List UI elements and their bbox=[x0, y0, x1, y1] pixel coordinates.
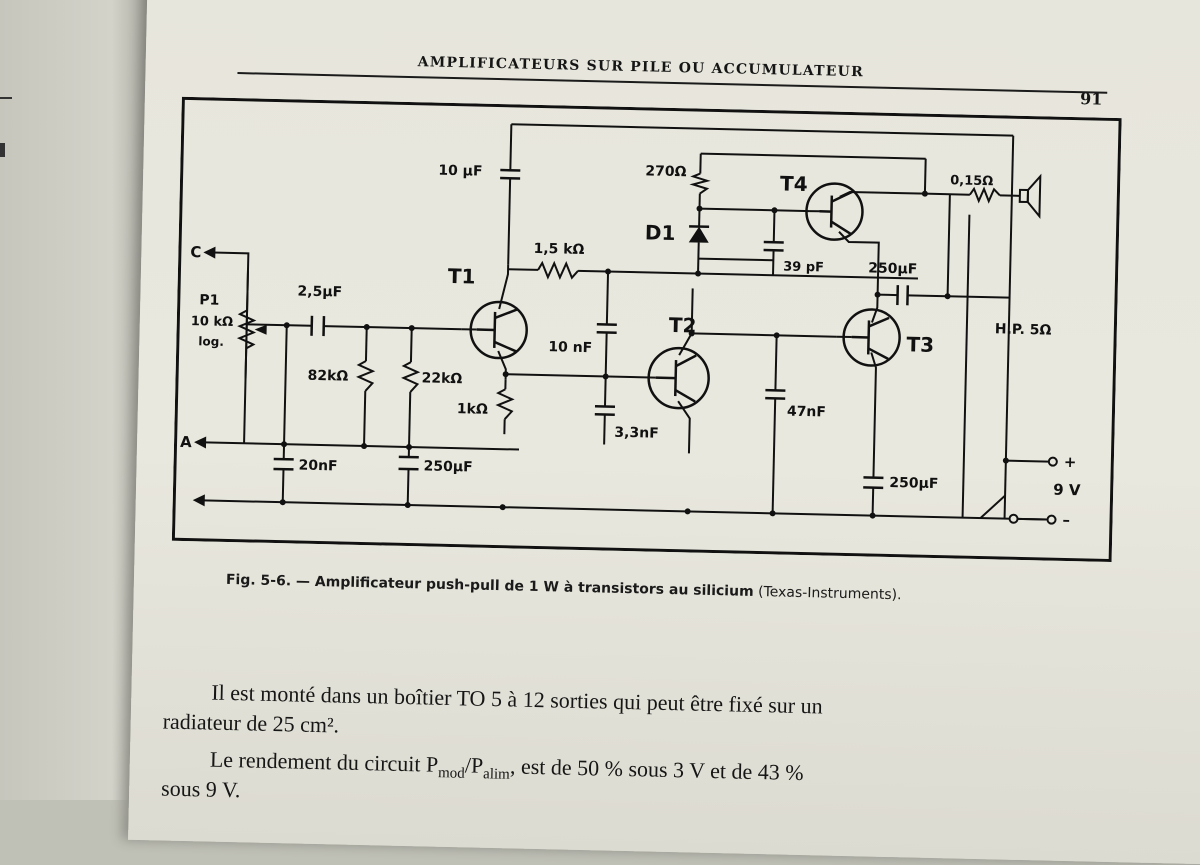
label-plus: + bbox=[1064, 453, 1077, 471]
figure-caption: Fig. 5-6. — Amplificateur push-pull de 1… bbox=[226, 572, 1126, 608]
label-c-250-left: 250µF bbox=[423, 458, 472, 475]
label-pot-value: 10 kΩ bbox=[191, 314, 234, 330]
caption-source: (Texas-Instruments). bbox=[753, 584, 901, 603]
label-c-input: 2,5µF bbox=[297, 283, 342, 300]
label-c-10n: 10 nF bbox=[548, 339, 592, 356]
p2-sub-mod: mod bbox=[438, 765, 465, 782]
facing-page-mark bbox=[0, 143, 5, 157]
resistor-82k bbox=[358, 361, 373, 391]
label-speaker: H.P. 5Ω bbox=[995, 321, 1052, 338]
label-t2: T2 bbox=[669, 313, 697, 338]
label-r-270: 270Ω bbox=[645, 163, 687, 180]
label-d1: D1 bbox=[645, 220, 676, 245]
book-page: AMPLIFICATEURS SUR PILE OU ACCUMULATEUR … bbox=[128, 0, 1200, 865]
paragraph-2-line-2: sous 9 V. bbox=[161, 776, 241, 804]
arrow-ground bbox=[193, 494, 205, 506]
resistor-270 bbox=[693, 173, 707, 193]
label-r-1k: 1kΩ bbox=[457, 401, 488, 418]
circuit-schematic: C A P1 10 kΩ log. 2,5µF 82kΩ 22kΩ 20nF 2… bbox=[172, 97, 1122, 562]
label-c-3n3: 3,3nF bbox=[614, 425, 659, 442]
speaker-body bbox=[1020, 190, 1028, 202]
label-terminal-a: A bbox=[180, 433, 192, 451]
running-head: AMPLIFICATEURS SUR PILE OU ACCUMULATEUR bbox=[418, 54, 864, 80]
speaker-cone bbox=[1027, 176, 1040, 216]
resistor-1k5 bbox=[538, 263, 578, 278]
diode-d1 bbox=[689, 226, 709, 242]
label-t3: T3 bbox=[906, 332, 934, 357]
facing-page-rule bbox=[0, 97, 12, 99]
caption-title: Fig. 5-6. — Amplificateur push-pull de 1… bbox=[226, 572, 754, 600]
p2-text-b: /P bbox=[465, 752, 484, 777]
p2-text-c: , est de 50 % sous 3 V et de 43 % bbox=[510, 753, 804, 785]
resistor-1k bbox=[498, 389, 513, 419]
label-r-82k: 82kΩ bbox=[307, 368, 348, 385]
resistor-015 bbox=[970, 189, 1000, 202]
pot-wiper-arrow bbox=[255, 325, 267, 335]
terminal-minus bbox=[1047, 516, 1055, 524]
p2-sub-alim: alim bbox=[483, 766, 510, 783]
label-r-1k5: 1,5 kΩ bbox=[533, 241, 584, 258]
label-t1: T1 bbox=[448, 264, 476, 289]
arrow-c bbox=[203, 246, 215, 258]
label-terminal-c: C bbox=[190, 243, 201, 261]
label-c-250-out: 250µF bbox=[868, 260, 917, 277]
label-supply: 9 V bbox=[1053, 481, 1081, 500]
label-c-39p: 39 pF bbox=[783, 259, 824, 275]
label-r-015: 0,15Ω bbox=[950, 173, 993, 189]
label-minus: – bbox=[1062, 511, 1070, 529]
label-pot-name: P1 bbox=[199, 292, 219, 308]
resistor-22k bbox=[403, 362, 418, 392]
label-c-20n: 20nF bbox=[298, 458, 337, 475]
label-pot-taper: log. bbox=[198, 334, 224, 349]
label-c-47n: 47nF bbox=[787, 404, 826, 421]
arrow-a bbox=[194, 436, 206, 448]
label-c-250-bottom: 250µF bbox=[889, 475, 938, 492]
switch-contact bbox=[1009, 515, 1017, 523]
label-t4: T4 bbox=[780, 171, 808, 196]
paragraph-1-line-2: radiateur de 25 cm². bbox=[162, 709, 339, 739]
p2-text-a: Le rendement du circuit P bbox=[210, 747, 439, 777]
label-r-22k: 22kΩ bbox=[421, 370, 462, 387]
terminal-plus bbox=[1049, 458, 1057, 466]
label-c-10u: 10 µF bbox=[438, 163, 483, 180]
transistors bbox=[469, 175, 903, 413]
paragraph-2-line-1: Le rendement du circuit Pmod/Palim, est … bbox=[209, 747, 803, 791]
